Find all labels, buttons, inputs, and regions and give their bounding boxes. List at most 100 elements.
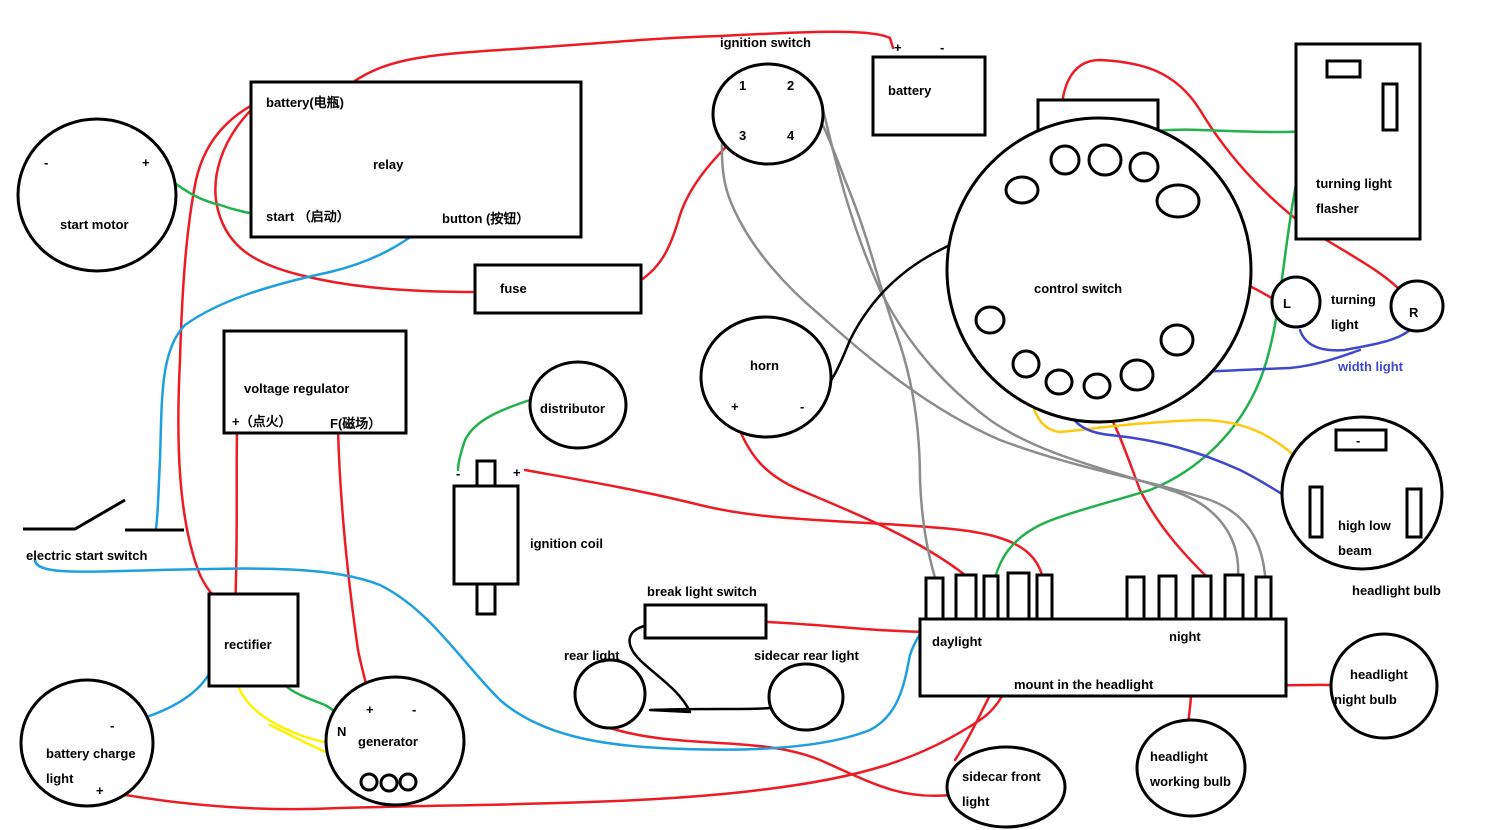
generator-terminal-3 [398,772,418,792]
start-motor-pos: + [142,155,150,170]
sidecar-front-light-label-2: light [962,794,990,809]
wire-relay-battery-to-rectifier [177,98,264,614]
headlight-night-bulb-label-1: headlight [1350,667,1408,682]
rear-light-label: rear light [564,648,620,663]
wire-button-to-start-switch [154,213,440,530]
headlight-bulb-label-2: beam [1338,543,1372,558]
start-motor-label: start motor [60,217,129,232]
electric-start-switch: electric start switch [23,498,184,563]
ignition-switch: ignition switch 1 2 3 4 [711,35,825,166]
start-motor: - + start motor [16,117,178,273]
ignition-switch-label: ignition switch [720,35,811,50]
wire-ign-1-gray [720,88,1267,577]
control-switch-terminal [1049,144,1081,176]
wire-relay-battery-to-fuse [214,104,480,294]
generator-label: generator [358,734,418,749]
battery-charge-light-pos: + [96,783,104,798]
wire-start-switch-to-daylight [33,558,932,751]
generator-n: N [337,724,346,739]
headlight-mount: daylight night mount in the headlight [918,571,1288,698]
turning-light: L turning light R width light [1270,275,1445,374]
control-switch: control switch [945,98,1253,424]
battery-minus: - [940,40,944,55]
wire-horn-plus-to-mount [733,416,967,577]
headlight-mount-night: night [1169,629,1201,644]
voltage-regulator-label: voltage regulator [244,381,349,396]
wire-distributor-to-coil [456,398,532,472]
turning-light-flasher: turning light flasher [1294,42,1422,241]
battery-charge-light-label-1: battery charge [46,746,136,761]
wire-relay-battery-to-battery [343,30,895,90]
break-light-switch: break light switch [643,584,768,640]
turning-light-label-1: turning [1331,292,1376,307]
control-switch-terminal [974,305,1006,335]
rectifier-label: rectifier [224,637,272,652]
headlight-night-bulb: headlight night bulb [1329,632,1439,740]
headlight-bulb: - high low beam headlight bulb [1280,415,1444,598]
horn-plus: + [731,399,739,414]
relay-label: relay [373,157,404,172]
generator-minus: - [412,702,416,717]
start-motor-neg: - [44,155,48,170]
generator-terminal-1 [359,772,379,792]
fuse-label: fuse [500,281,527,296]
control-switch-terminal [1004,175,1040,205]
ignition-switch-terminal-2: 2 [787,78,794,93]
ignition-switch-terminal-1: 1 [739,78,746,93]
voltage-regulator-f: F(磁场） [330,416,381,431]
wire-fuse-to-ignition-3 [630,133,740,288]
generator-plus: + [366,702,374,717]
break-light-switch-label: break light switch [647,584,757,599]
control-switch-terminal [1128,151,1160,183]
relay-button-terminal: button (按钮） [442,211,529,226]
sidecar-rear-light: sidecar rear light [754,648,859,732]
control-switch-terminal [1159,323,1195,357]
battery: + - battery [871,40,987,137]
wire-ign-2-gray-b [816,90,1240,577]
electric-start-switch-label: electric start switch [26,548,147,563]
control-switch-terminal [1011,349,1041,379]
control-switch-label: control switch [1034,281,1122,296]
battery-charge-light-neg: - [110,718,114,733]
rectifier: rectifier [207,592,300,688]
generator: + - N generator [324,675,466,807]
ignition-coil-pos: + [513,465,521,480]
headlight-bulb-minus: - [1356,433,1360,448]
horn-label: horn [750,358,779,373]
fuse: fuse [473,263,643,315]
wire-charge-light-to-mount [106,618,1022,811]
horn: horn + - [699,315,833,439]
wire-turning-l-to-r-indigo [1298,328,1412,352]
turning-light-r: R [1409,305,1419,320]
headlight-night-bulb-label-2: night bulb [1334,692,1397,707]
turning-light-flasher-label-2: flasher [1316,201,1359,216]
ignition-switch-terminal-3: 3 [739,128,746,143]
wire-control-loop-to-r [1060,58,1402,292]
turning-light-l: L [1283,296,1291,311]
battery-plus: + [894,40,902,55]
sidecar-front-light-label-1: sidecar front [962,769,1041,784]
wire-regulator-f-to-generator [336,428,372,702]
battery-charge-light: - battery charge light + [19,678,155,808]
relay-start-terminal: start （启动） [266,209,350,224]
voltage-regulator-plus: +（点火） [232,414,292,429]
sidecar-rear-light-label: sidecar rear light [754,648,859,663]
control-switch-terminal [1087,143,1123,177]
relay-battery-terminal: battery(电瓶) [266,95,344,110]
headlight-bulb-caption: headlight bulb [1352,583,1441,598]
width-light-label: width light [1337,359,1404,374]
ignition-coil-neg: - [456,466,460,481]
wire-break-switch-loop [628,623,772,714]
wire-ign-2-gray-a [793,83,937,580]
distributor: distributor [528,360,628,450]
distributor-label: distributor [540,401,605,416]
sidecar-front-light: sidecar front light [945,745,1067,829]
ignition-switch-terminal-4: 4 [787,128,795,143]
wire-rear-to-sidecar-front [608,726,952,798]
wire-control-to-beam-indigo [1061,396,1302,507]
control-switch-terminal [1119,358,1155,392]
headlight-working-bulb: headlight working bulb [1135,718,1247,818]
battery-label: battery [888,83,932,98]
control-switch-terminal [1155,183,1201,219]
